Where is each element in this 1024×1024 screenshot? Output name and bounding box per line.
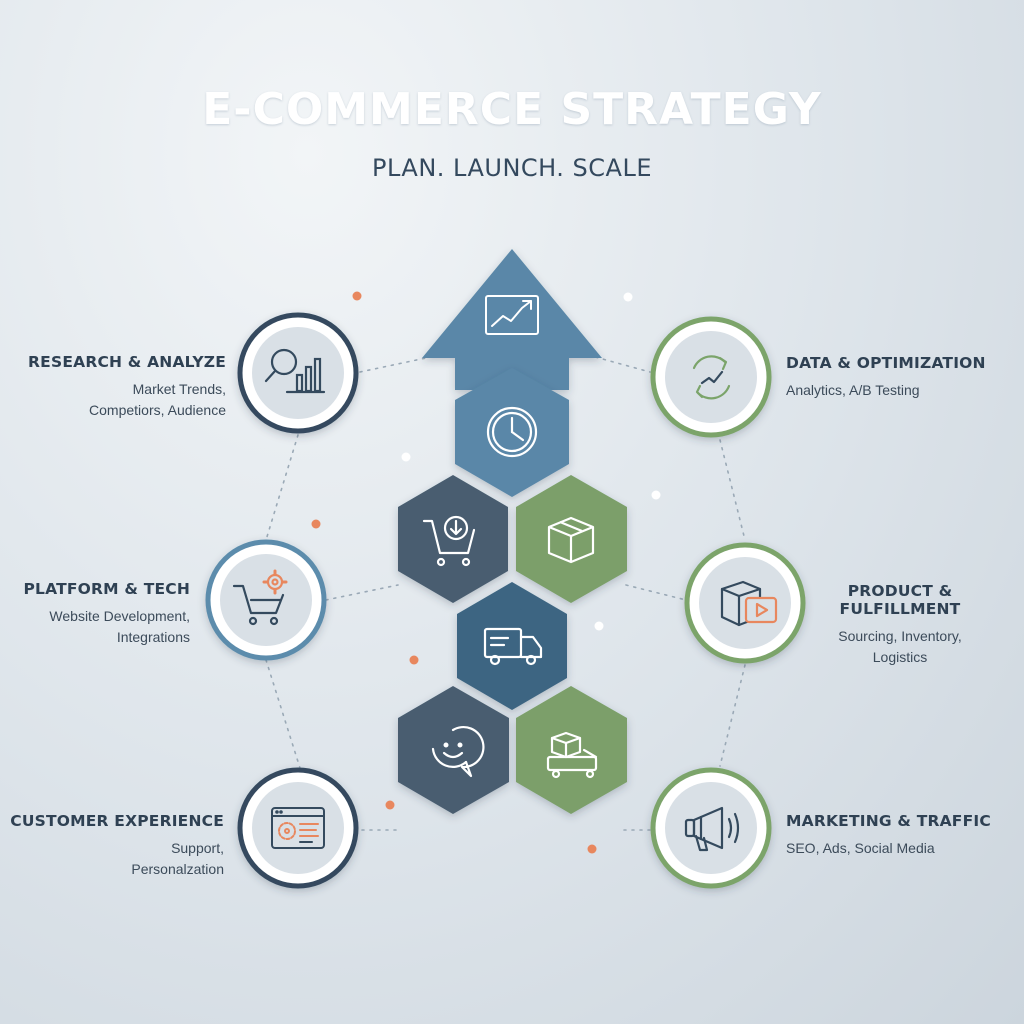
cart-download-icon (422, 515, 476, 567)
cart-gear-icon (232, 569, 288, 626)
node-marketing-traffic[interactable] (650, 767, 772, 889)
clock-icon (486, 406, 538, 458)
connector-line (265, 434, 299, 541)
connector-line (719, 664, 746, 767)
hex-tile-chat (398, 686, 509, 814)
label-platform: PLATFORM & TECH Website Development, Int… (0, 580, 190, 648)
step-title: RESEARCH & ANALYZE (28, 353, 226, 371)
delivery-truck-icon (483, 627, 543, 666)
label-product-fulfillment: PRODUCT & FULFILLMENT Sourcing, Inventor… (800, 582, 1000, 668)
step-desc-line: Logistics (872, 649, 928, 665)
hex-tile-cart-boxes (516, 686, 627, 814)
hex-tile-clock (455, 368, 569, 497)
accent-dot (311, 519, 321, 529)
node-product-fulfillment[interactable] (684, 542, 806, 664)
accent-dot (401, 452, 411, 462)
step-desc-line: SEO, Ads, Social Media (786, 840, 935, 856)
node-customer-experience[interactable] (237, 767, 359, 889)
step-desc-line: Sourcing, Inventory, (838, 628, 962, 644)
smile-chat-icon (431, 725, 485, 778)
growth-arrow (422, 249, 602, 390)
label-marketing-traffic: MARKETING & TRAFFIC SEO, Ads, Social Med… (786, 812, 1024, 859)
hexagon-stack (398, 368, 627, 814)
step-title: MARKETING & TRAFFIC (786, 812, 991, 830)
connector-line (719, 439, 746, 541)
step-desc-line: Personalzation (131, 861, 224, 877)
step-description: Support, Personalzation (0, 838, 224, 880)
accent-dot (587, 844, 597, 854)
node-research[interactable] (237, 312, 359, 434)
label-customer-experience: CUSTOMER EXPERIENCE Support, Personalzat… (0, 812, 224, 880)
megaphone-icon (684, 806, 740, 852)
connector-line (325, 584, 399, 601)
accent-dot (409, 655, 419, 665)
step-description: Sourcing, Inventory, Logistics (800, 626, 1000, 668)
refresh-cycle-icon (692, 355, 731, 400)
step-desc-line: Analytics, A/B Testing (786, 382, 920, 398)
connector-line (625, 584, 687, 601)
accent-dot (623, 292, 633, 302)
step-desc-line: Website Development, (49, 608, 190, 624)
step-desc-line: Competiors, Audience (89, 402, 226, 418)
cart-boxes-icon (546, 731, 598, 779)
box-video-icon (720, 580, 778, 627)
step-description: Analytics, A/B Testing (786, 380, 1024, 401)
step-title: DATA & OPTIMIZATION (786, 354, 986, 372)
package-icon (547, 516, 595, 564)
trend-chart-icon (485, 295, 539, 335)
connector-line (265, 659, 301, 769)
label-research: RESEARCH & ANALYZE Market Trends, Compet… (0, 353, 226, 421)
hex-tile-cart (398, 475, 508, 603)
step-desc-line: Support, (171, 840, 224, 856)
magnifier-bar-chart-icon (264, 348, 326, 394)
node-data-optimization[interactable] (650, 316, 772, 438)
step-title: PRODUCT & FULFILLMENT (839, 582, 961, 618)
node-platform[interactable] (205, 539, 327, 661)
accent-dot (385, 800, 395, 810)
label-data-optimization: DATA & OPTIMIZATION Analytics, A/B Testi… (786, 354, 1024, 401)
step-description: SEO, Ads, Social Media (786, 838, 1024, 859)
step-desc-line: Integrations (116, 629, 190, 645)
page-subtitle: PLAN. LAUNCH. SCALE (372, 154, 652, 182)
accent-dot (352, 291, 362, 301)
page-title: E-COMMERCE STRATEGY (202, 84, 822, 135)
browser-window-icon (271, 807, 325, 849)
step-desc-line: Market Trends, (132, 381, 226, 397)
connector-line (359, 354, 441, 373)
decorative-dots (311, 291, 661, 854)
step-title: CUSTOMER EXPERIENCE (10, 812, 224, 830)
hex-tile-package (516, 475, 627, 603)
hex-tile-truck (457, 582, 567, 710)
step-description: Website Development, Integrations (0, 606, 190, 648)
accent-dot (651, 490, 661, 500)
accent-dot (594, 621, 604, 631)
step-title: PLATFORM & TECH (23, 580, 190, 598)
step-description: Market Trends, Competiors, Audience (0, 379, 226, 421)
